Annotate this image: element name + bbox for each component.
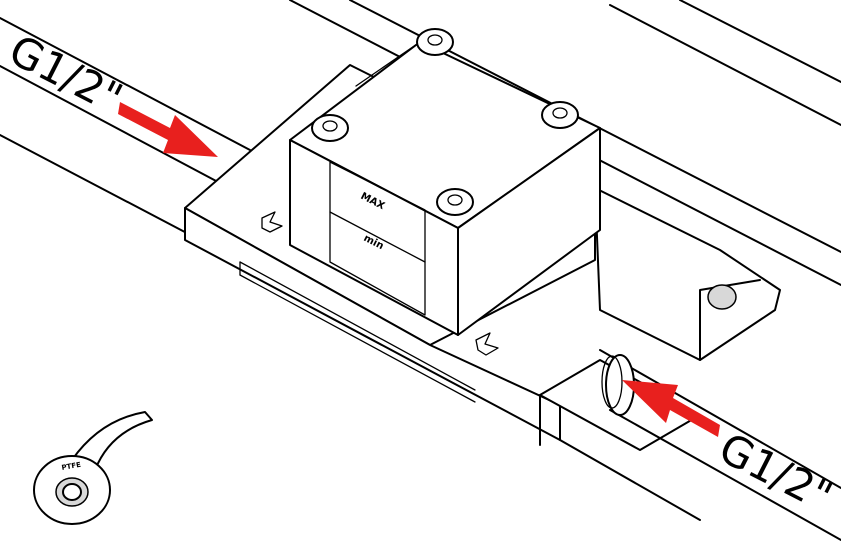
ptfe-tape-label: PTFE [61, 461, 82, 472]
hex-nut-icon [707, 284, 737, 310]
clip-right-icon [475, 332, 499, 356]
bolt-icon [416, 28, 454, 56]
bolt-icon [311, 114, 349, 142]
left-pipe [0, 17, 251, 241]
inlet-flow-arrow [118, 102, 218, 157]
bolt-icon [436, 188, 474, 216]
inlet-thread-label: G1/2" [1, 25, 130, 123]
sensor-box [289, 41, 601, 336]
clip-left-icon [261, 211, 283, 233]
outlet-flow-arrow [622, 380, 720, 437]
outlet-thread-label: G1/2" [711, 423, 840, 521]
bolt-icon [541, 101, 579, 129]
right-pipe [559, 349, 841, 541]
ptfe-tape-roll-icon: PTFE [33, 411, 153, 525]
